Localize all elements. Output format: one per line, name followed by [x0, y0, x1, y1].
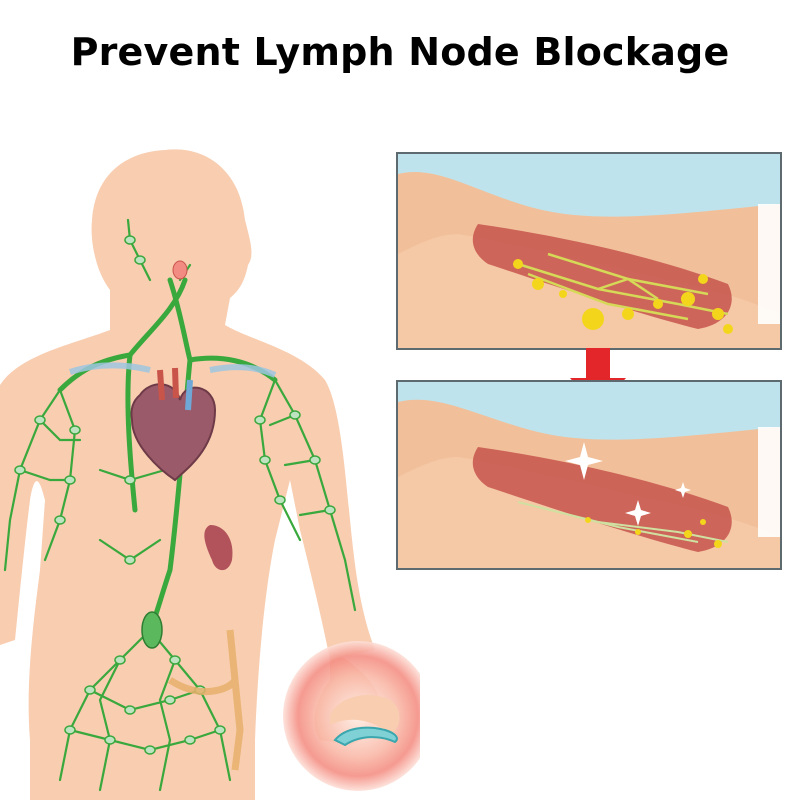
- arm-before-panel: [396, 152, 782, 350]
- heart-icon: [130, 367, 217, 482]
- human-lymphatic-system-icon: [0, 149, 420, 800]
- arm-after-panel: [396, 380, 782, 570]
- down-arrow-icon: [570, 348, 626, 410]
- page-title: Prevent Lymph Node Blockage: [70, 30, 730, 74]
